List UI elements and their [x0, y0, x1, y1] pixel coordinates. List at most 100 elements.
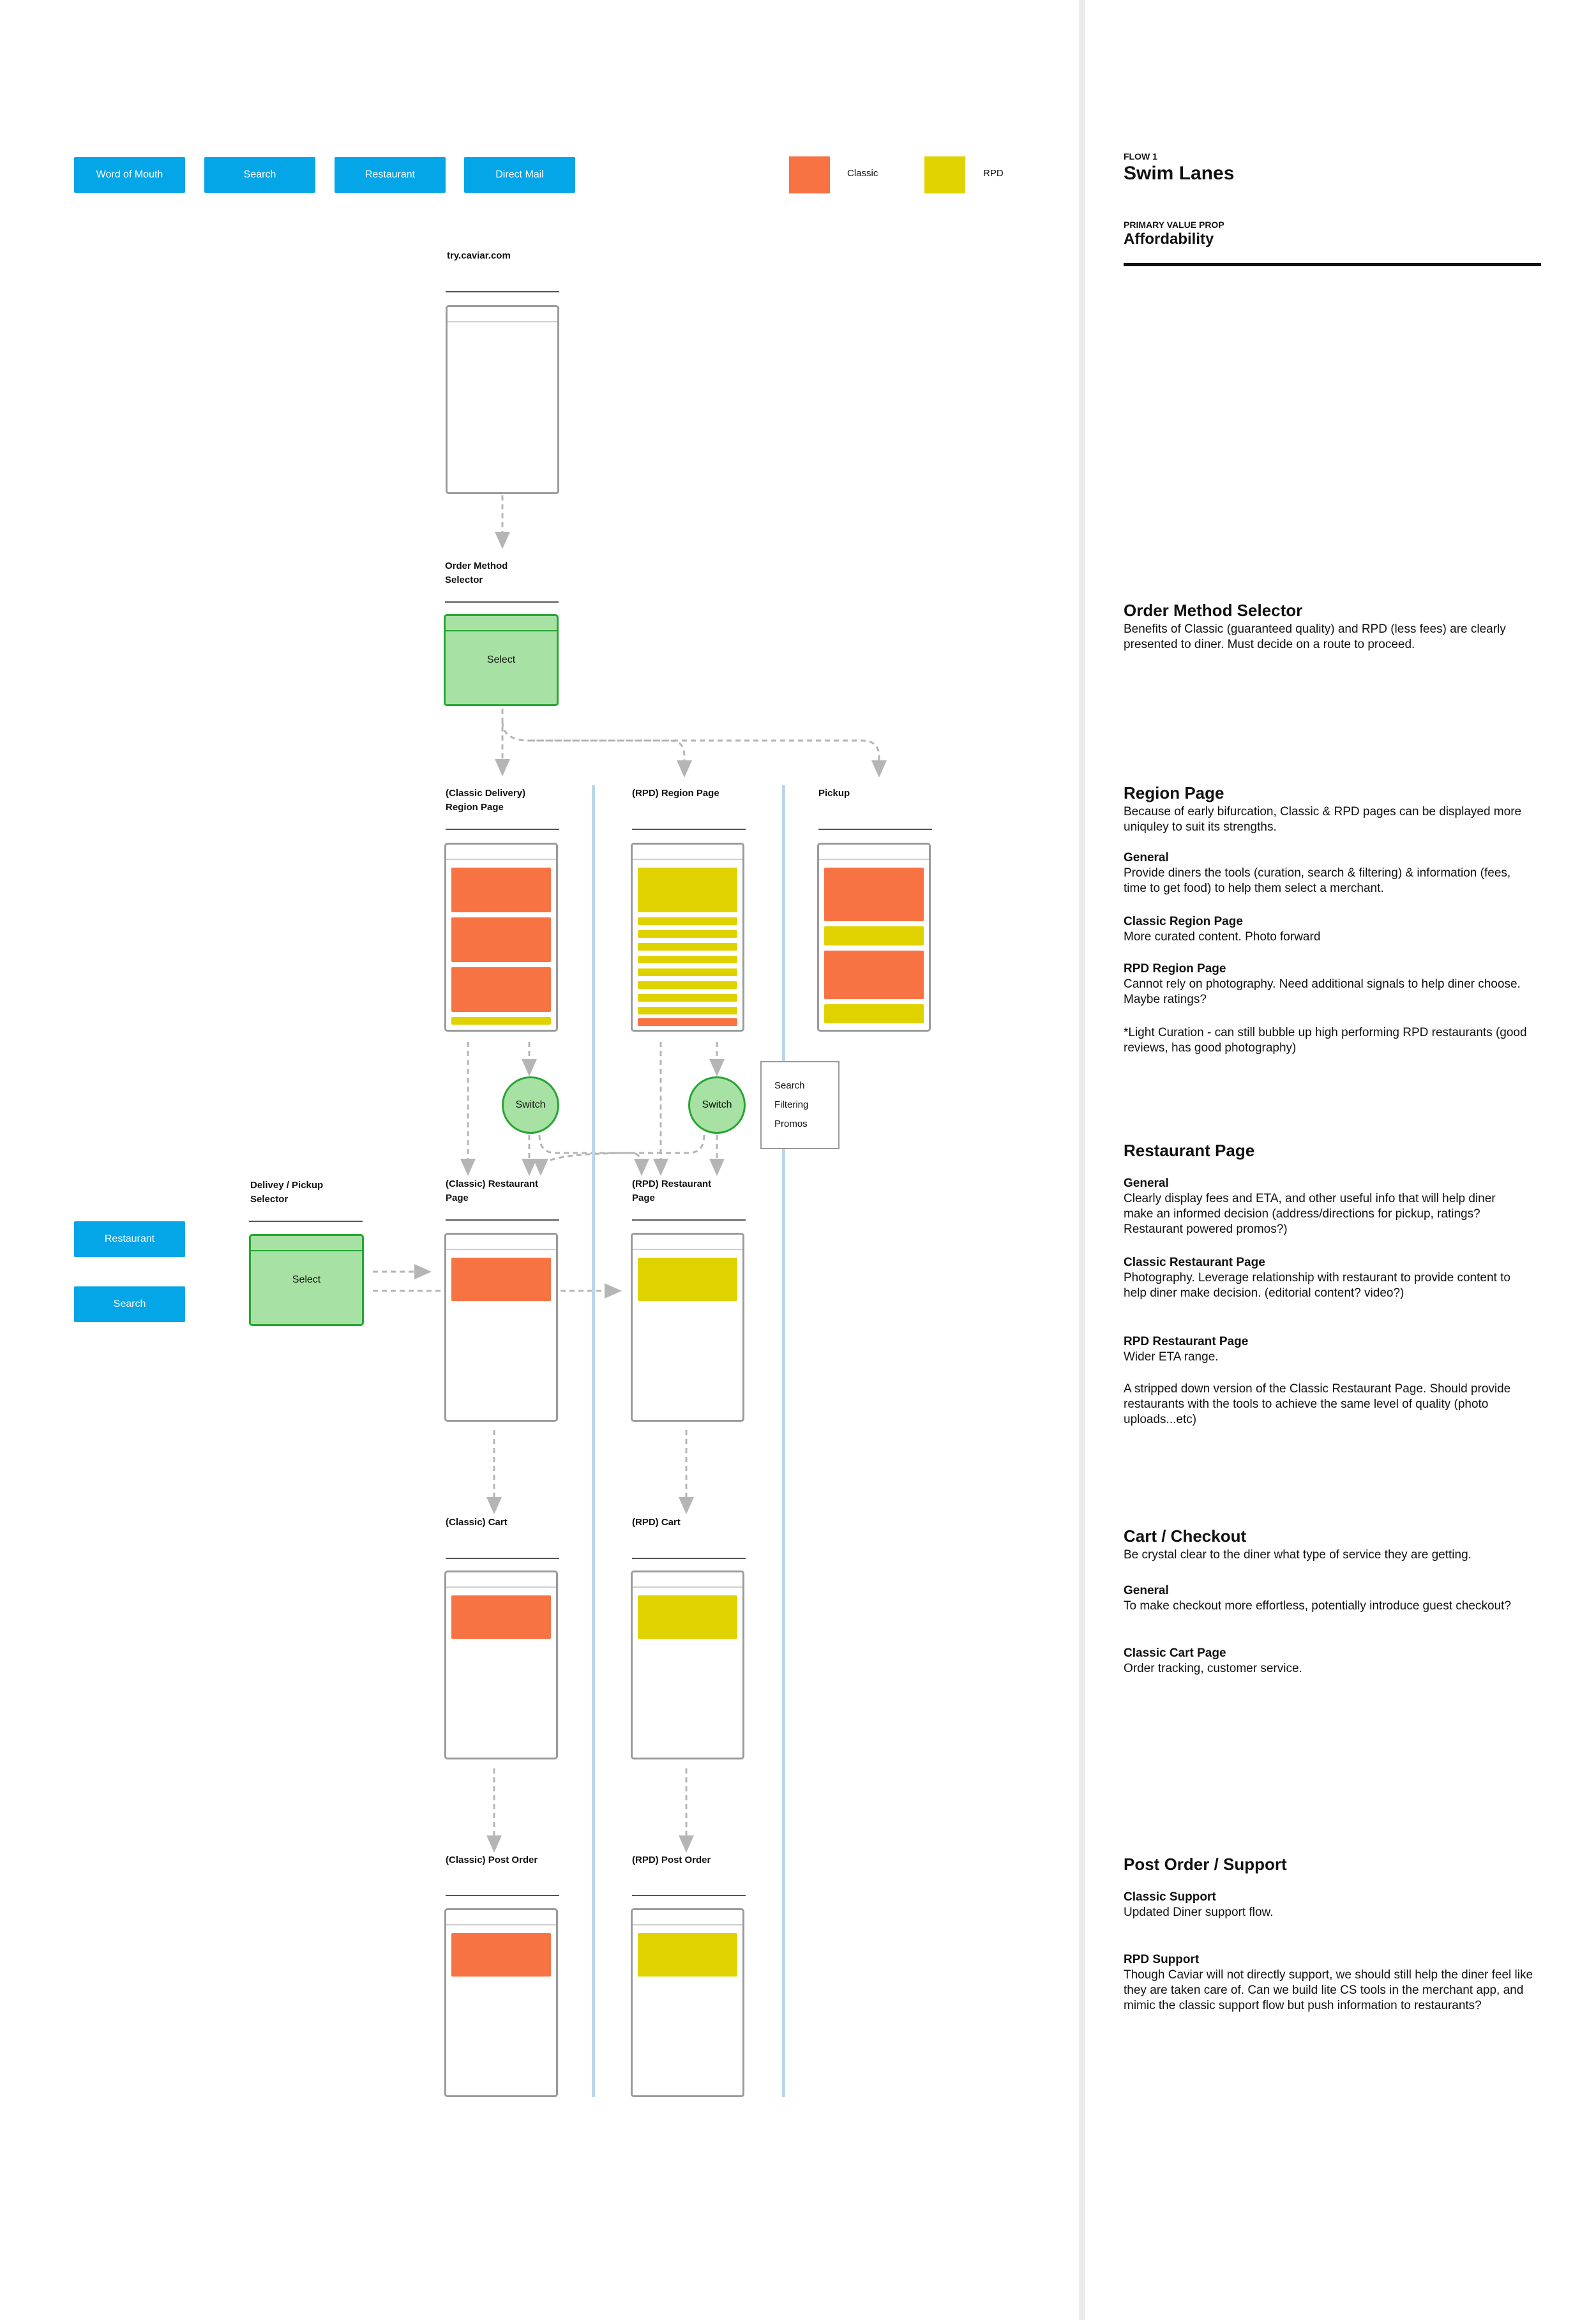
region-curation-note: *Light Curation - can still bubble up hi…	[1124, 1026, 1527, 1055]
region-classic-heading: Classic Region Page	[1124, 915, 1243, 928]
region-general-heading: General	[1124, 851, 1169, 864]
panel-title: Swim Lanes	[1124, 163, 1235, 184]
region-general-body: Provide diners the tools (curation, sear…	[1124, 866, 1511, 895]
rpd-region-row	[638, 930, 737, 938]
restaurant-rpd-body-2: A stripped down version of the Classic R…	[1124, 1382, 1511, 1426]
note-filtering: Filtering	[774, 1099, 809, 1110]
rpd-region-row	[638, 968, 737, 976]
source-direct-mail-button[interactable]: Direct Mail	[464, 157, 575, 193]
pickup-rule	[818, 829, 932, 830]
cart-general-heading: General	[1124, 1584, 1169, 1597]
rpd-tools-note: Search Filtering Promos	[760, 1061, 839, 1149]
classic-region-label: (Classic Delivery) Region Page	[446, 788, 526, 813]
classic-switch-button[interactable]: Switch	[502, 1076, 559, 1134]
arrow-selector-to-rpd-region	[501, 721, 692, 778]
pickup-strip-1	[824, 926, 924, 945]
notes-panel	[1079, 0, 1596, 2320]
region-body: Because of early bifurcation, Classic & …	[1124, 805, 1522, 834]
rpd-cart-rule	[632, 1558, 746, 1559]
region-classic-body: More curated content. Photo forward	[1124, 930, 1321, 944]
post-order-classic-body: Updated Diner support flow.	[1124, 1906, 1274, 1919]
source-search-button[interactable]: Search	[204, 157, 315, 193]
classic-restaurant-label: (Classic) Restaurant Page	[446, 1179, 539, 1203]
pickup-strip-2	[824, 1004, 924, 1023]
rpd-post-order-rule	[632, 1895, 746, 1896]
arrow-rpd-switch-cross	[533, 1134, 705, 1176]
post-order-heading: Post Order / Support	[1124, 1855, 1287, 1874]
classic-cart-rule	[446, 1558, 559, 1559]
arrow-selector-to-pickup	[530, 739, 887, 778]
value-prop-label: PRIMARY VALUE PROP	[1124, 220, 1224, 230]
cart-classic-body: Order tracking, customer service.	[1124, 1662, 1302, 1675]
order-method-rule	[445, 601, 559, 603]
rpd-switch-button[interactable]: Switch	[688, 1076, 746, 1134]
restaurant-classic-body: Photography. Leverage relationship with …	[1124, 1271, 1510, 1300]
post-order-rpd-heading: RPD Support	[1124, 1953, 1200, 1966]
source-word-of-mouth-button[interactable]: Word of Mouth	[74, 157, 185, 193]
cart-classic-heading: Classic Cart Page	[1124, 1646, 1226, 1660]
restaurant-rpd-heading: RPD Restaurant Page	[1124, 1335, 1249, 1348]
classic-region-rpd-strip	[451, 1017, 551, 1025]
swim-lane-divider-2	[782, 785, 785, 2097]
source-restaurant-button[interactable]: Restaurant	[335, 157, 446, 193]
classic-restaurant-rule	[446, 1219, 559, 1221]
rpd-post-order-screen[interactable]	[631, 1908, 744, 2097]
delivery-pickup-select-button[interactable]: Select	[249, 1234, 364, 1326]
classic-post-order-block	[451, 1933, 551, 1977]
restaurant-general-heading: General	[1124, 1177, 1169, 1190]
rpd-region-label: (RPD) Region Page	[632, 788, 719, 799]
restaurant-general-body: Clearly display fees and ETA, and other …	[1124, 1192, 1496, 1236]
landing-rule	[446, 291, 559, 292]
cart-general-body: To make checkout more effortless, potent…	[1124, 1599, 1511, 1613]
classic-region-card-1	[451, 868, 551, 912]
restaurant-rpd-body: Wider ETA range.	[1124, 1350, 1219, 1364]
restaurant-heading: Restaurant Page	[1124, 1141, 1255, 1160]
source-search-secondary-button[interactable]: Search	[74, 1286, 185, 1322]
rpd-region-row	[638, 981, 737, 989]
classic-restaurant-screen[interactable]	[444, 1233, 558, 1422]
rpd-cart-label: (RPD) Cart	[632, 1517, 681, 1528]
note-promos: Promos	[774, 1119, 808, 1129]
rpd-cart-screen[interactable]	[631, 1571, 744, 1759]
rpd-cart-block	[638, 1595, 737, 1639]
restaurant-classic-heading: Classic Restaurant Page	[1124, 1256, 1265, 1269]
rpd-restaurant-label: (RPD) Restaurant Page	[632, 1179, 712, 1203]
rpd-restaurant-hero	[638, 1258, 737, 1301]
rpd-region-rule	[632, 829, 746, 830]
pickup-screen[interactable]	[817, 843, 931, 1032]
pickup-card-2	[824, 951, 924, 999]
classic-post-order-screen[interactable]	[444, 1908, 558, 2097]
classic-post-order-label: (Classic) Post Order	[446, 1855, 538, 1865]
classic-cart-screen[interactable]	[444, 1571, 558, 1759]
classic-region-rule	[446, 829, 559, 830]
rpd-region-screen[interactable]	[631, 843, 744, 1032]
rpd-restaurant-rule	[632, 1219, 746, 1221]
post-order-rpd-body: Though Caviar will not directly support,…	[1124, 1968, 1533, 2012]
delivery-pickup-rule	[249, 1221, 363, 1222]
landing-label: try.caviar.com	[447, 250, 511, 261]
order-method-label: Order Method Selector	[445, 561, 508, 585]
rpd-region-row	[638, 943, 737, 951]
panel-title-rule	[1124, 263, 1541, 266]
arrow-switch-cross	[538, 1134, 649, 1176]
post-order-classic-heading: Classic Support	[1124, 1890, 1216, 1904]
classic-cart-label: (Classic) Cart	[446, 1517, 508, 1528]
legend-classic-swatch	[789, 156, 830, 193]
rpd-post-order-block	[638, 1933, 737, 1977]
rpd-restaurant-screen[interactable]	[631, 1233, 744, 1422]
landing-screen[interactable]	[446, 305, 559, 494]
classic-restaurant-hero	[451, 1258, 551, 1301]
legend-rpd-swatch	[924, 156, 965, 193]
value-prop: Affordability	[1124, 230, 1214, 248]
source-restaurant-secondary-button[interactable]: Restaurant	[74, 1221, 185, 1257]
classic-cart-block	[451, 1595, 551, 1639]
order-method-select-button[interactable]: Select	[444, 614, 559, 706]
rpd-region-hero	[638, 868, 737, 912]
classic-region-card-3	[451, 967, 551, 1012]
order-method-heading: Order Method Selector	[1124, 601, 1303, 620]
rpd-region-row	[638, 956, 737, 963]
cart-heading: Cart / Checkout	[1124, 1526, 1247, 1546]
classic-region-screen[interactable]	[444, 843, 558, 1032]
delivery-pickup-label: Delivey / Pickup Selector	[250, 1180, 324, 1205]
region-rpd-body: Cannot rely on photography. Need additio…	[1124, 977, 1521, 1006]
